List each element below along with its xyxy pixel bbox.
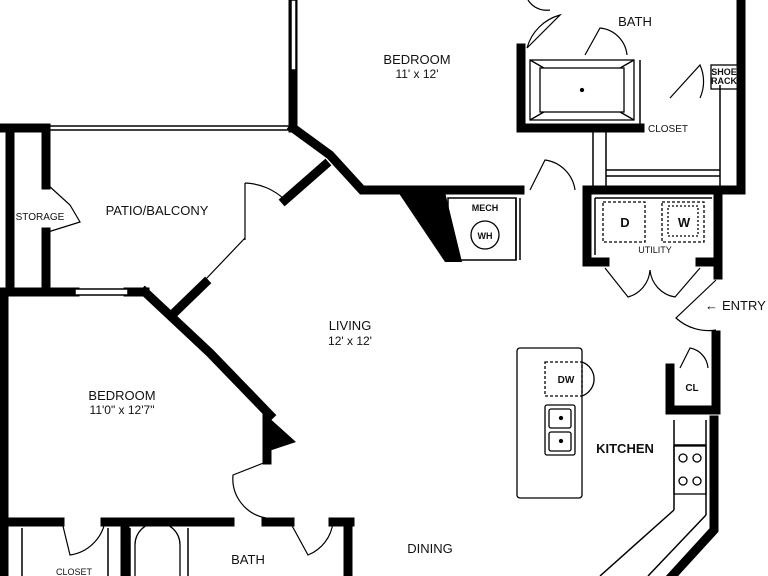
dishwasher-icon [544, 361, 583, 397]
dining-name: DINING [407, 541, 453, 556]
dishwasher-label: DW [558, 375, 575, 386]
entry-name: ENTRY [722, 298, 766, 313]
water-heater-label: WH [478, 231, 493, 241]
closet-top-name: CLOSET [648, 124, 688, 135]
patio-name: PATIO/BALCONY [106, 203, 209, 218]
utility-name: UTILITY [638, 245, 672, 255]
bedroom-left-size: 11'0" x 12'7" [90, 403, 155, 417]
kitchen-name: KITCHEN [596, 441, 654, 456]
water-heater-icon [470, 220, 500, 250]
tub-bottom [134, 521, 181, 576]
mech-name: MECH [472, 203, 499, 213]
coat-closet-label: CL [685, 383, 698, 394]
doors [47, 0, 717, 556]
closet-bottom-name: CLOSET [56, 567, 93, 576]
bedroom-top-size: 11' x 12' [395, 67, 438, 81]
walls [0, 0, 746, 576]
bedroom-left-name: BEDROOM [88, 388, 155, 403]
sink-icon [544, 404, 576, 456]
washer-label: W [678, 215, 691, 230]
bedroom-top-name: BEDROOM [383, 52, 450, 67]
living-name: LIVING [329, 318, 372, 333]
dryer-label: D [620, 215, 629, 230]
stove-icon [673, 445, 707, 495]
entry-arrow: ← [705, 298, 718, 313]
wall-wedge-mech [398, 192, 462, 262]
bath-top-name: BATH [618, 14, 652, 29]
shoe-rack-line1: SHOE [711, 67, 737, 77]
kitchen-island [516, 347, 583, 499]
washer-icon [661, 201, 705, 243]
shoe-rack-line2: RACK [711, 76, 737, 86]
bath-bottom-name: BATH [231, 552, 265, 567]
shower-top [529, 59, 635, 121]
wall-wedge-left-bedroom [266, 415, 296, 452]
storage-name: STORAGE [16, 212, 65, 223]
labels: BEDROOM 11' x 12' BATH CLOSET SHOE RACK … [16, 14, 767, 576]
dryer-icon [602, 201, 646, 243]
fixtures [134, 59, 739, 576]
living-size: 12' x 12' [328, 334, 372, 348]
